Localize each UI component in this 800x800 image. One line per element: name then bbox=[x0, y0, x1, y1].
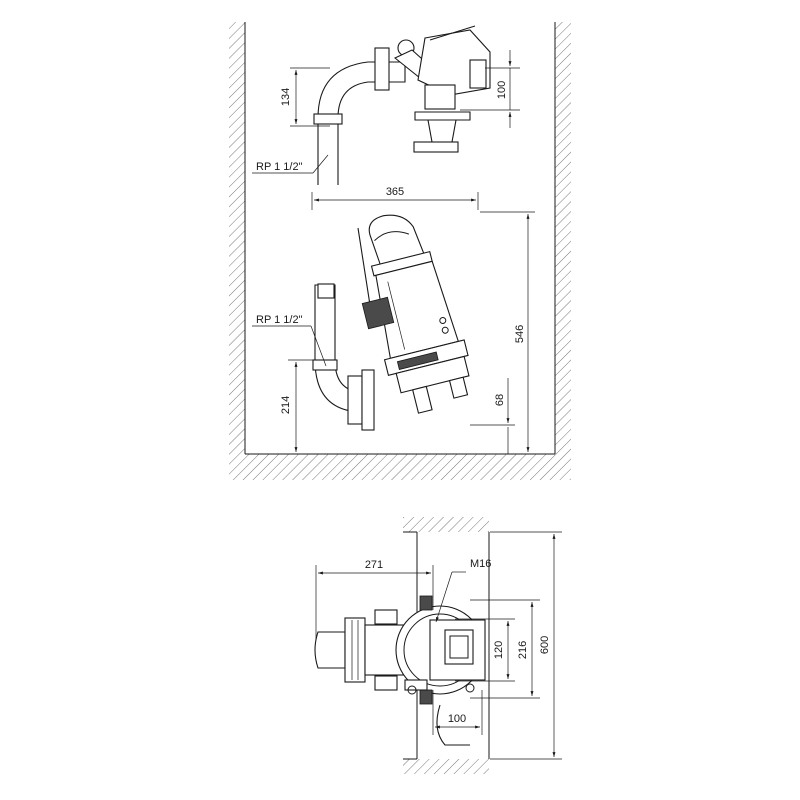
dim-546-label: 546 bbox=[514, 325, 526, 343]
wall-hatch-top bbox=[403, 517, 489, 532]
dimension-546: 546 bbox=[480, 211, 535, 452]
pit-wall-right bbox=[555, 22, 571, 454]
dimension-365: 365 bbox=[311, 186, 479, 210]
cable-gland bbox=[361, 296, 395, 330]
dimension-216: 216 bbox=[470, 599, 540, 699]
dimension-68: 68 bbox=[470, 378, 515, 454]
dimension-120: 120 bbox=[455, 618, 515, 682]
pipe-top bbox=[314, 609, 406, 691]
discharge-pipe-lower bbox=[312, 283, 375, 431]
dim-214-label: 214 bbox=[280, 396, 292, 414]
dim-271-label: 271 bbox=[365, 559, 383, 571]
bolt-label: M16 bbox=[470, 558, 491, 570]
dim-100-label-top: 100 bbox=[448, 713, 466, 725]
side-view: 134 100 RP 1 1/2" 365 bbox=[229, 22, 571, 480]
thread-label-upper: RP 1 1/2" bbox=[256, 161, 303, 173]
pump-side bbox=[368, 214, 470, 414]
pump-top bbox=[395, 595, 486, 746]
pit-wall-left bbox=[229, 22, 245, 454]
thread-callout-upper: RP 1 1/2" bbox=[252, 154, 329, 174]
dim-68-label: 68 bbox=[494, 394, 506, 406]
dimension-271: 271 bbox=[315, 559, 434, 640]
thread-callout-lower: RP 1 1/2" bbox=[252, 314, 327, 367]
dimension-100-top: 100 bbox=[432, 690, 483, 735]
discharge-pipe-upper bbox=[313, 25, 491, 185]
wall-hatch-bottom bbox=[403, 759, 489, 774]
pit-floor bbox=[229, 454, 571, 480]
dimension-214: 214 bbox=[280, 359, 330, 452]
dim-100-label-side: 100 bbox=[496, 81, 508, 99]
dim-134-label: 134 bbox=[280, 88, 292, 106]
dimension-100-side: 100 bbox=[460, 50, 520, 128]
dim-216-label: 216 bbox=[517, 641, 529, 659]
thread-label-lower: RP 1 1/2" bbox=[256, 314, 303, 326]
dimension-600: 600 bbox=[490, 531, 562, 760]
bolt-callout: M16 bbox=[435, 558, 491, 623]
dim-365-label: 365 bbox=[386, 186, 404, 198]
dimension-134: 134 bbox=[280, 67, 330, 127]
dim-600-label: 600 bbox=[539, 636, 551, 654]
top-view: 271 M16 120 216 600 bbox=[314, 517, 562, 774]
dim-120-label: 120 bbox=[493, 641, 505, 659]
